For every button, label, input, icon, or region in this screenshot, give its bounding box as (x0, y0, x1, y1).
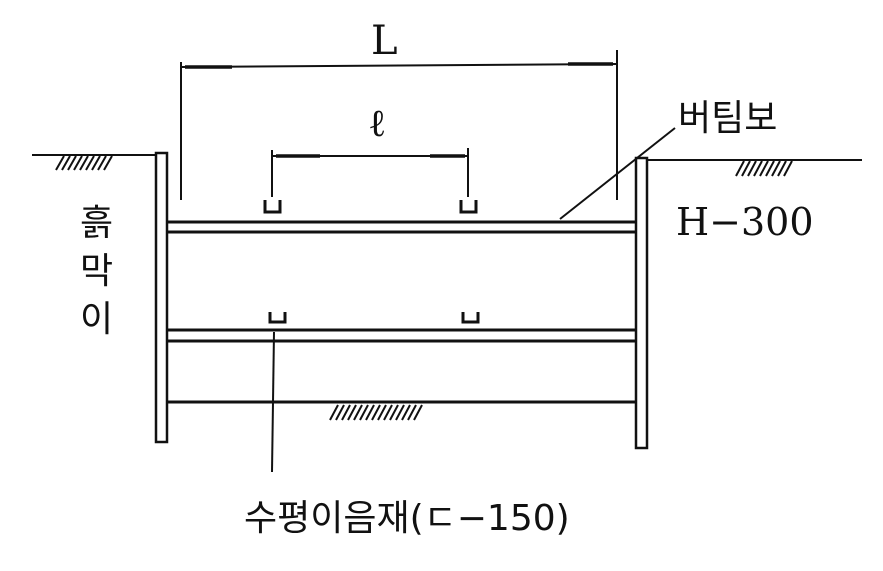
strut-section-label: H−300 (676, 200, 814, 244)
ground-bottom (329, 404, 423, 421)
channel-connector (263, 200, 282, 214)
ground-left (32, 154, 157, 171)
dimension-l (271, 148, 469, 197)
retaining-wall-left (154, 151, 169, 444)
strut-upper (167, 220, 636, 234)
ground-right (648, 159, 862, 177)
dimension-L (180, 50, 618, 200)
strut-middle (167, 328, 636, 343)
retaining-wall-char: 흙 (80, 203, 113, 244)
tie-member-leader-line (271, 331, 275, 473)
tie-member-label: 수평이음재(ㄷ−150) (244, 498, 570, 539)
retaining-wall-label: 흙 막 이 (80, 203, 113, 340)
span-l-label: ℓ (368, 101, 386, 145)
strut-label: 버팀보 (678, 98, 777, 139)
channel-connectors (263, 200, 480, 324)
retaining-wall-char: 이 (80, 299, 113, 340)
strut-leader-line (559, 127, 676, 220)
retaining-wall-char: 막 (80, 251, 113, 292)
channel-connector (459, 200, 478, 214)
channel-connector (461, 312, 480, 324)
retaining-wall-right (634, 156, 649, 450)
span-L-label: L (371, 18, 398, 64)
channel-connector (268, 312, 287, 324)
